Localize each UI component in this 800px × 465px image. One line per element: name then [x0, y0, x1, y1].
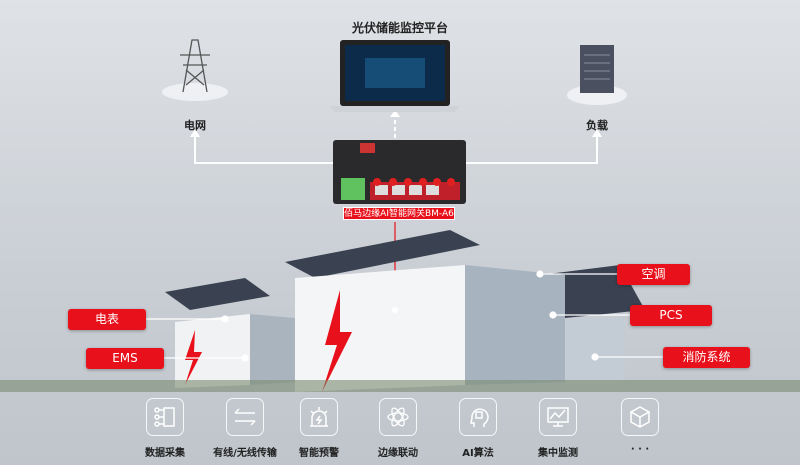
- feature-alarm: 智能预警: [284, 398, 354, 459]
- storage-containers: [0, 265, 800, 392]
- feature-label: AI算法: [462, 448, 494, 459]
- tag-fire-system: 消防系统: [663, 347, 750, 368]
- tag-pcs: PCS: [630, 305, 712, 326]
- feature-label: · · ·: [630, 444, 650, 455]
- data-collect-icon: [146, 398, 184, 436]
- tag-ems: EMS: [86, 348, 164, 369]
- feature-label: 数据采集: [145, 448, 185, 459]
- feature-ai-algorithm: AI算法: [443, 398, 513, 459]
- feature-label: 智能预警: [299, 448, 339, 459]
- platform-title: 光伏储能监控平台: [351, 21, 448, 35]
- transfer-arrows-icon: [226, 398, 264, 436]
- atom-icon: [379, 398, 417, 436]
- feature-label: 集中监测: [538, 448, 578, 459]
- ai-head-icon: [459, 398, 497, 436]
- feature-transfer: 有线/无线传输: [210, 398, 280, 459]
- grid-label: 电网: [184, 119, 206, 132]
- tag-air-conditioner: 空调: [617, 264, 690, 285]
- feature-data-collect: 数据采集: [130, 398, 200, 459]
- cube-icon: [621, 398, 659, 436]
- tag-meter: 电表: [68, 309, 146, 330]
- alarm-icon: [300, 398, 338, 436]
- feature-more: · · ·: [605, 398, 675, 455]
- feature-label: 边缘联动: [378, 448, 418, 459]
- feature-label: 有线/无线传输: [213, 448, 277, 459]
- load-server-icon: [567, 45, 627, 105]
- feature-edge-linkage: 边缘联动: [363, 398, 433, 459]
- power-tower-icon: [162, 39, 228, 101]
- gateway-label: 佰马边缘AI智能网关BM-A6: [343, 207, 455, 220]
- monitor-chart-icon: [539, 398, 577, 436]
- gateway-device-image: [333, 140, 466, 204]
- laptop-monitor-image: [330, 40, 460, 112]
- connection-lines: [194, 115, 598, 164]
- feature-monitoring: 集中监测: [523, 398, 593, 459]
- load-label: 负载: [586, 119, 608, 132]
